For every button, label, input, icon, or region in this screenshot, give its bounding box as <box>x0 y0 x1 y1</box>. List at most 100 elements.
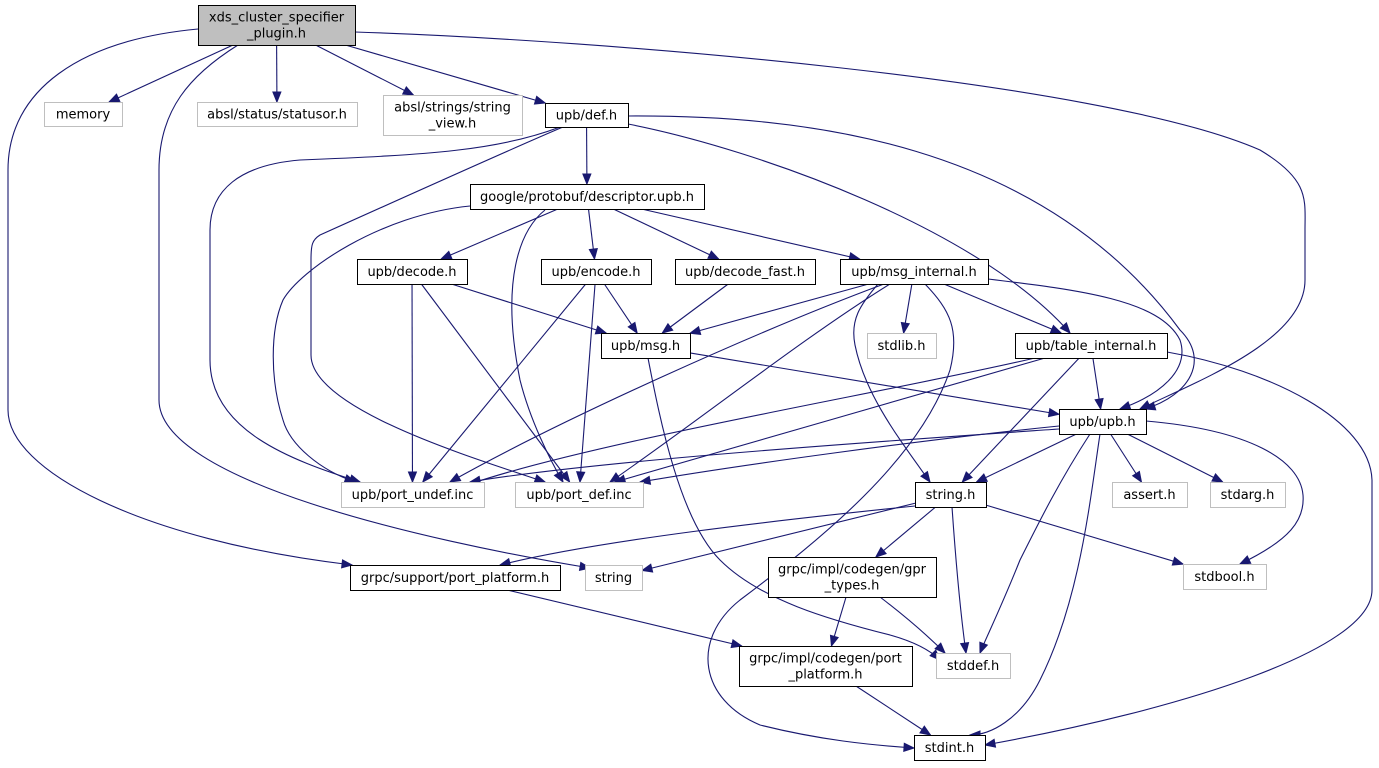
edge-encode-to-port_undef <box>421 283 587 484</box>
arrowhead-icon <box>1059 321 1071 335</box>
edge-line <box>440 208 559 260</box>
node-upb[interactable]: upb/upb.h <box>1059 409 1147 435</box>
node-grpc-port-platform[interactable]: grpc/support/port_platform.h <box>350 565 561 591</box>
node-stdlib: stdlib.h <box>867 333 937 359</box>
arrowhead-icon <box>903 742 916 753</box>
arrowhead-icon <box>107 93 121 103</box>
node-label: grpc/impl/codegen/port <box>749 652 902 667</box>
node-label: _view.h <box>428 117 477 132</box>
arrowhead-icon <box>919 725 932 736</box>
edge-table_internal-to-string_h <box>961 357 1080 483</box>
arrowhead-icon <box>829 634 839 648</box>
arrowhead-icon <box>421 470 434 484</box>
node-box <box>601 333 691 359</box>
arrowhead-icon <box>1049 324 1063 334</box>
arrowhead-icon <box>533 95 547 105</box>
node-box <box>357 259 468 285</box>
arrowhead-icon <box>961 471 973 483</box>
node-box <box>545 103 629 128</box>
node-decode-fast[interactable]: upb/decode_fast.h <box>675 259 816 285</box>
node-box <box>936 653 1011 679</box>
node-stdint[interactable]: stdint.h <box>914 735 986 761</box>
node-statusor: absl/status/statusor.h <box>197 102 358 127</box>
edge-root-to-string_view <box>315 44 415 96</box>
edge-upb-to-stdarg <box>1127 433 1224 483</box>
edge-line <box>209 126 561 483</box>
edge-line <box>449 283 885 483</box>
node-label: upb/def.h <box>556 109 617 124</box>
edge-msg-to-upb <box>689 352 1061 418</box>
node-box <box>197 102 358 127</box>
edge-descriptor-to-decode <box>439 208 559 260</box>
edge-line <box>511 209 564 483</box>
edge-gpr_types-to-stddef <box>879 596 946 654</box>
node-label: stdbool.h <box>1194 570 1254 585</box>
edge-line <box>422 283 587 483</box>
node-port-undef: upb/port_undef.inc <box>341 482 485 508</box>
node-label: google/protobuf/descriptor.upb.h <box>480 190 694 205</box>
node-table-internal[interactable]: upb/table_internal.h <box>1015 333 1168 359</box>
node-label: grpc/support/port_platform.h <box>361 571 549 586</box>
edge-line <box>875 506 936 558</box>
node-label: string <box>595 571 632 586</box>
edge-line <box>345 44 546 104</box>
edge-upb-to-stdbool <box>1145 420 1304 565</box>
node-memory: memory <box>44 102 123 127</box>
arrowhead-icon <box>559 470 571 484</box>
edge-root-to-statusor <box>272 44 282 104</box>
node-codegen-port-platform[interactable]: grpc/impl/codegen/port_platform.h <box>739 646 913 687</box>
edge-line <box>420 283 571 483</box>
arrowhead-icon <box>533 474 547 484</box>
node-box <box>739 646 913 687</box>
edge-def-to-port_undef <box>209 126 561 484</box>
edge-gpr_types-to-codegen_port_platform <box>829 596 847 648</box>
node-port-def: upb/port_def.inc <box>515 482 644 508</box>
arrowhead-icon <box>439 250 453 260</box>
node-msg-internal[interactable]: upb/msg_internal.h <box>840 259 989 285</box>
arrowhead-icon <box>707 250 720 260</box>
node-gpr-types[interactable]: grpc/impl/codegen/gpr_types.h <box>768 557 937 598</box>
edge-line <box>609 283 891 483</box>
node-encode[interactable]: upb/encode.h <box>541 259 652 285</box>
edge-line <box>158 44 591 569</box>
node-decode[interactable]: upb/decode.h <box>357 259 468 285</box>
edge-msg_internal-to-stdlib <box>900 283 913 335</box>
node-label: stddef.h <box>947 659 999 674</box>
edge-descriptor-to-msg_internal <box>641 208 861 262</box>
arrowhead-icon <box>272 91 282 104</box>
edge-encode-to-msg <box>603 283 638 335</box>
arrowhead-icon <box>401 86 415 96</box>
edge-line <box>579 283 596 483</box>
edge-msg-to-stddef <box>647 357 941 661</box>
node-box <box>914 735 986 761</box>
edge-line <box>639 425 1060 483</box>
edge-line <box>613 208 719 260</box>
node-string-h[interactable]: string.h <box>915 482 987 508</box>
arrowhead-icon <box>661 322 674 334</box>
edge-descriptor-to-decode_fast <box>613 208 720 260</box>
node-label: upb/decode_fast.h <box>685 265 805 280</box>
arrowhead-icon <box>594 325 608 335</box>
node-descriptor[interactable]: google/protobuf/descriptor.upb.h <box>470 184 705 210</box>
edge-root-to-memory <box>107 44 234 103</box>
node-box <box>840 259 989 285</box>
edge-line <box>987 278 1183 410</box>
node-box <box>915 482 987 508</box>
arrowhead-icon <box>1143 401 1157 411</box>
node-label: string.h <box>926 488 976 503</box>
arrowhead-icon <box>627 321 638 335</box>
edge-def-to-port_def <box>310 126 564 484</box>
node-msg[interactable]: upb/msg.h <box>601 333 691 359</box>
node-box <box>44 102 123 127</box>
edge-table_internal-to-port_def <box>613 357 1046 484</box>
node-label: _platform.h <box>787 668 862 683</box>
node-def[interactable]: upb/def.h <box>545 103 629 128</box>
edge-line <box>855 685 931 736</box>
edge-line <box>647 357 941 661</box>
arrowhead-icon <box>975 473 989 483</box>
arrowhead-icon <box>959 641 970 655</box>
edge-string_h-to-gpr_types <box>874 506 936 558</box>
node-root[interactable]: xds_cluster_specifier_plugin.h <box>198 5 356 46</box>
edge-line <box>272 205 471 483</box>
